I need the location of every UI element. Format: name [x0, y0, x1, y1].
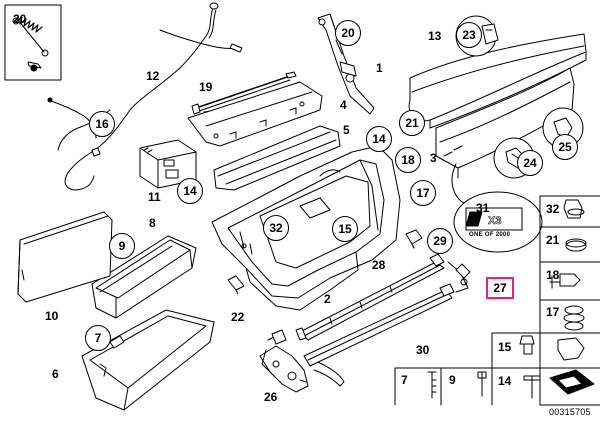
part-3-glovebox-door	[435, 67, 575, 179]
label-10: 10	[45, 309, 59, 323]
grid-label-32: 32	[546, 202, 560, 216]
label-6: 6	[52, 367, 59, 381]
label-1: 1	[376, 61, 383, 75]
part-12-cable	[47, 2, 243, 191]
label-19: 19	[199, 80, 213, 94]
label-13: 13	[428, 29, 442, 43]
callout-14-left: 14	[177, 178, 203, 204]
label-12: 12	[146, 69, 160, 83]
callout-20: 20	[335, 20, 361, 46]
part-20-spring-inset	[4, 4, 62, 81]
label-4: 4	[340, 98, 347, 112]
part-5-trim	[213, 125, 341, 191]
callout-21: 21	[399, 110, 425, 136]
part-26-bracket	[259, 329, 309, 393]
document-number: 00315705	[549, 407, 591, 417]
grid-label-18: 18	[546, 268, 560, 282]
part-4-rail	[187, 81, 323, 147]
callout-16: 16	[89, 111, 115, 137]
part-31-badge-inset: X3	[451, 163, 543, 253]
part-29-clip	[405, 229, 423, 249]
label-31: 31	[476, 201, 490, 215]
label-8: 8	[149, 216, 156, 230]
label-9: 9	[449, 373, 456, 387]
label-22: 22	[231, 310, 245, 324]
label-26: 26	[264, 390, 278, 404]
callout-23: 23	[456, 22, 482, 48]
callout-24: 24	[517, 150, 543, 176]
highlighted-callout-27: 27	[486, 277, 514, 299]
part-1-hinge	[317, 13, 375, 115]
callout-17: 17	[410, 180, 436, 206]
badge-model-text: X3	[488, 215, 501, 227]
callout-9: 9	[109, 233, 135, 259]
label-2: 2	[324, 292, 331, 306]
part-30-rail	[303, 261, 471, 387]
parts-grid	[394, 195, 600, 406]
label-30: 30	[416, 343, 430, 357]
callout-15: 15	[332, 216, 358, 242]
part-8-tray	[91, 235, 197, 319]
part-2-housing	[211, 145, 401, 311]
label-3: 3	[430, 151, 437, 165]
part-28-rail	[295, 253, 445, 341]
badge-inscription: ONE OF 2000	[469, 232, 511, 238]
grid-label-17: 17	[546, 305, 560, 319]
callout-25: 25	[552, 134, 578, 160]
label-28: 28	[372, 258, 386, 272]
callout-18: 18	[395, 147, 421, 173]
callout-32: 32	[263, 215, 289, 241]
part-13-lid	[408, 33, 587, 129]
callout-7: 7	[85, 325, 111, 351]
label-7: 7	[401, 373, 408, 387]
part-10-cover	[17, 211, 113, 303]
part-22-bracket	[227, 275, 245, 295]
callout-14-right: 14	[366, 126, 392, 152]
grid-label-21: 21	[546, 233, 560, 247]
part-6-lower-tray	[81, 309, 215, 411]
label-11: 11	[148, 190, 161, 204]
label-5: 5	[343, 123, 350, 137]
inset-label-20: 20	[13, 12, 27, 26]
grid-label-14: 14	[498, 374, 512, 388]
callout-29: 29	[427, 228, 453, 254]
grid-label-15: 15	[498, 340, 512, 354]
